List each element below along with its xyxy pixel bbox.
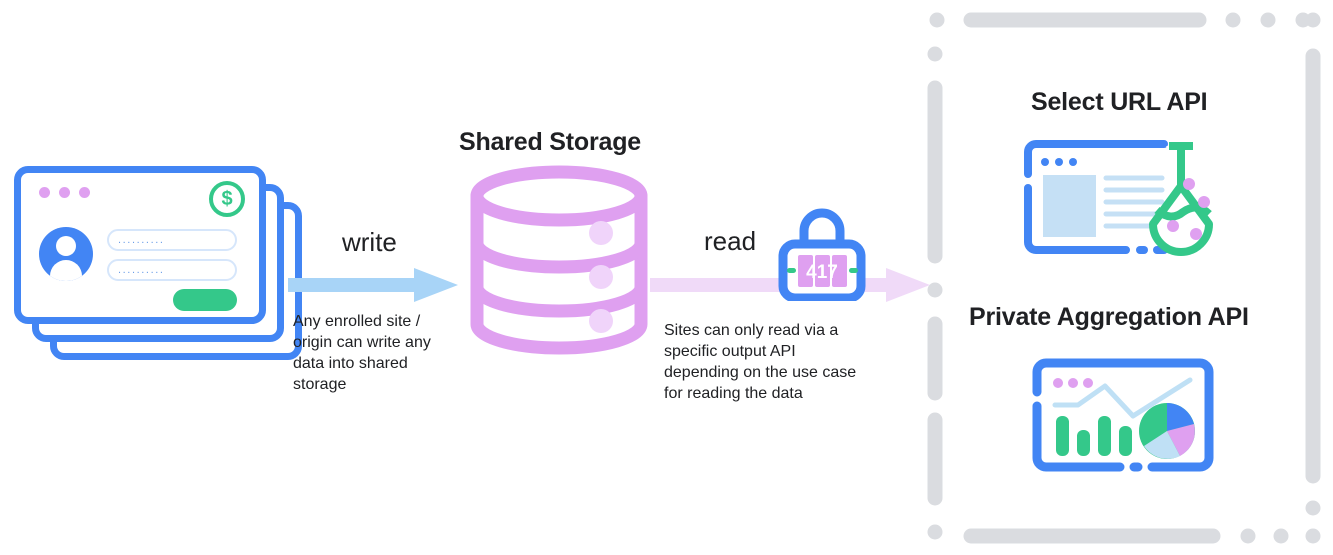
- write-description: Any enrolled site / origin can write any…: [293, 313, 431, 393]
- database-cylinder-icon: [470, 165, 648, 355]
- username-field[interactable]: ..........: [107, 229, 237, 251]
- private-aggregation-api-title: Private Aggregation API: [969, 303, 1249, 331]
- output-apis-panel-border: [927, 12, 1321, 544]
- dollar-coin-icon: $: [209, 181, 245, 217]
- browser-card-front: $ .......... ..........: [14, 166, 266, 324]
- browser-flask-icon: [1024, 140, 1227, 256]
- select-url-api-title: Select URL API: [1031, 88, 1208, 116]
- pie-chart-icon: [1139, 403, 1195, 459]
- read-description: Sites can only read via a specific outpu…: [664, 322, 857, 402]
- shared-storage-title: Shared Storage: [459, 128, 641, 156]
- window-dots-icon: [39, 187, 90, 198]
- source-sites-illustration: $ .......... ..........: [14, 166, 304, 361]
- write-label: write: [342, 227, 397, 257]
- write-arrow-right-icon: [288, 268, 458, 302]
- browser-chart-icon: [1032, 358, 1214, 472]
- read-label: read: [704, 226, 757, 256]
- password-field[interactable]: ..........: [107, 259, 237, 281]
- lock-combination-text: 417: [806, 262, 838, 283]
- combination-lock-icon: 417: [778, 208, 866, 301]
- user-avatar-icon: [39, 227, 93, 281]
- submit-button[interactable]: [173, 289, 237, 311]
